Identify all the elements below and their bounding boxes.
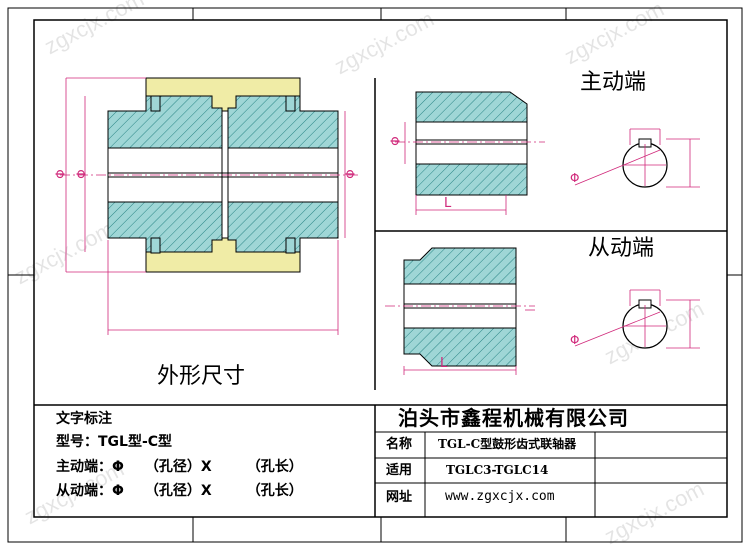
seal-ring xyxy=(285,237,296,254)
seal-ring xyxy=(150,95,161,112)
dim-phi-drive-bore: Φ xyxy=(388,136,403,146)
tb-key-website: 网址 xyxy=(386,490,413,505)
driven-dimensions xyxy=(403,309,535,375)
outline-dimensions xyxy=(65,77,346,335)
title-block-grid xyxy=(375,431,727,517)
company-name: 泊头市鑫程机械有限公司 xyxy=(398,406,629,430)
seal-ring xyxy=(150,237,161,254)
notes-driven-end: 从动端：Φ （孔径）X （孔长） xyxy=(56,483,303,499)
dim-phi-bore: Φ xyxy=(343,169,358,179)
tb-value-name: TGL-C型鼓形齿式联轴器 xyxy=(438,437,577,451)
label-outline-dimensions: 外形尺寸 xyxy=(157,364,246,389)
drive-end-view xyxy=(395,91,700,215)
label-driven-end: 从动端 xyxy=(588,236,655,261)
label-drive-end: 主动端 xyxy=(580,70,647,95)
notes-title: 文字标注 xyxy=(56,411,112,427)
dim-phi-hub: Φ xyxy=(74,169,89,179)
dim-L-drive: L xyxy=(444,196,452,211)
tb-key-name: 名称 xyxy=(386,437,413,452)
dim-phi-outer: Φ xyxy=(53,169,68,179)
drive-dimensions xyxy=(404,122,507,215)
drive-bore xyxy=(415,121,528,165)
seal-ring xyxy=(285,95,296,112)
notes-drive-end: 主动端：Φ （孔径）X （孔长） xyxy=(56,459,303,475)
dim-L-driven: L xyxy=(440,356,448,371)
dim-phi-driven-circle: Φ xyxy=(570,333,580,347)
tb-key-applicable: 适用 xyxy=(386,463,413,478)
notes-model: 型号：TGL型-C型 xyxy=(56,434,173,450)
tb-value-applicable: TGLC3-TGLC14 xyxy=(446,463,549,477)
dim-phi-drive-circle: Φ xyxy=(570,171,580,185)
zone-ticks xyxy=(8,8,742,542)
tb-value-website[interactable]: www.zgxcjx.com xyxy=(445,489,555,504)
driven-end-view xyxy=(385,247,700,375)
coupling-section-view xyxy=(60,77,360,335)
